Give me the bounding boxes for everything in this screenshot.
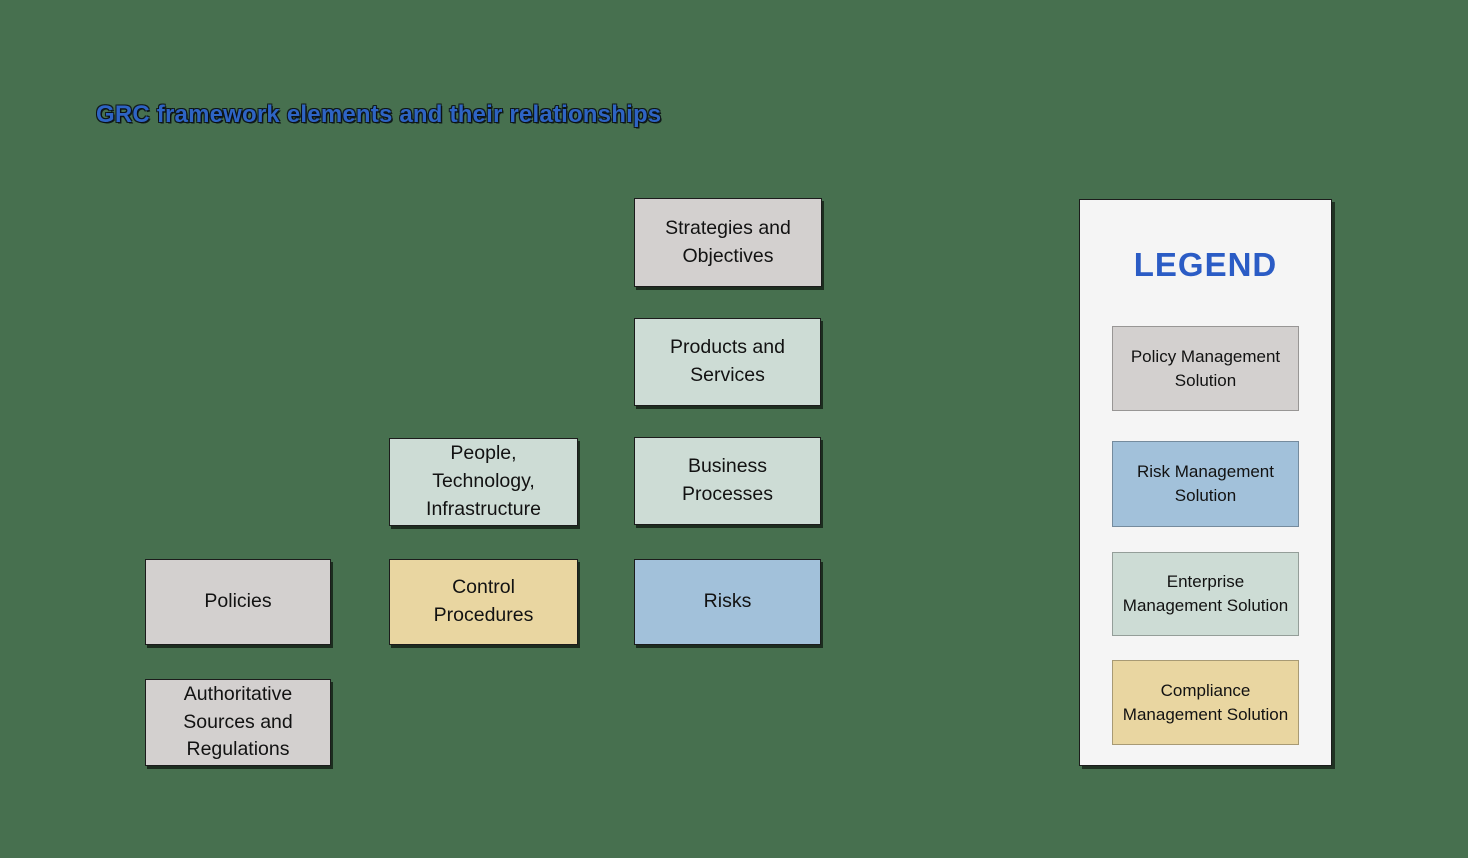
node-label: Risks [703, 590, 752, 613]
node-products-and-services: Products and Services [634, 318, 821, 406]
legend-item-compliance-management: Compliance Management Solution [1112, 660, 1299, 745]
legend-item-risk-management: Risk Management Solution [1112, 441, 1299, 527]
legend-item-label: Risk Management Solution [1136, 462, 1274, 505]
legend-item-policy-management: Policy Management Solution [1112, 326, 1299, 411]
legend-panel: LEGEND Policy Management Solution Risk M… [1079, 199, 1332, 766]
legend-item-label: Enterprise Management Solution [1122, 572, 1289, 615]
node-policies: Policies [145, 559, 331, 645]
node-risks: Risks [634, 559, 821, 645]
node-label: Strategies and Objectives [665, 216, 791, 267]
node-control-procedures: Control Procedures [389, 559, 578, 645]
legend-item-enterprise-management: Enterprise Management Solution [1112, 552, 1299, 636]
legend-title: LEGEND [1133, 246, 1278, 283]
node-business-processes: Business Processes [634, 437, 821, 525]
node-label: People, Technology, Infrastructure [426, 442, 541, 520]
node-label: Authoritative Sources and Regulations [183, 682, 293, 761]
legend-item-label: Policy Management Solution [1130, 346, 1281, 390]
node-label: Policies [204, 590, 272, 613]
node-label: Control Procedures [433, 576, 534, 626]
node-people-technology-infrastructure: People, Technology, Infrastructure [389, 438, 578, 526]
node-label: Products and Services [670, 336, 785, 386]
node-label: Business Processes [681, 455, 774, 505]
diagram-title: GRC framework elements and their relatio… [96, 101, 662, 128]
node-strategies-and-objectives: Strategies and Objectives [634, 198, 822, 287]
legend-item-label: Compliance Management Solution [1122, 680, 1289, 724]
node-authoritative-sources-and-regulations: Authoritative Sources and Regulations [145, 679, 331, 766]
